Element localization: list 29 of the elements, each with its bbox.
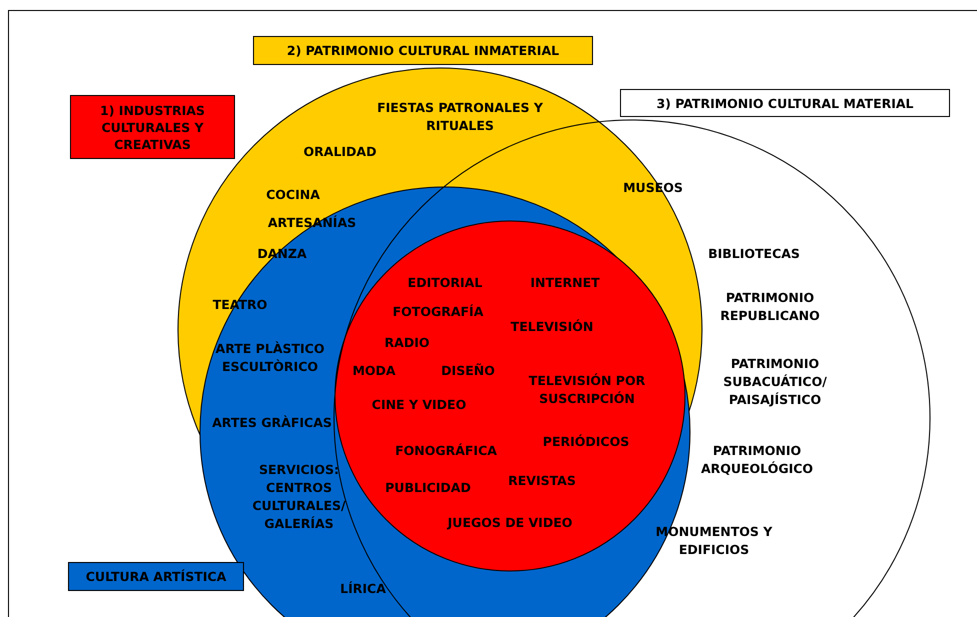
category-label: BIBLIOTECAS xyxy=(708,245,800,263)
category-label: ARTES GRÀFICAS xyxy=(212,414,332,432)
category-label: EDITORIAL xyxy=(408,274,482,292)
legend-key: CULTURA ARTÍSTICA xyxy=(68,562,244,591)
category-label: TELEVISIÓN xyxy=(510,318,594,336)
category-label: LÍRICA xyxy=(340,580,386,598)
category-label: ARTE PLÀSTICO ESCULTÒRICO xyxy=(214,340,326,376)
category-label: CINE Y VIDEO xyxy=(372,396,466,414)
category-label: FOTOGRAFÍA xyxy=(392,303,484,321)
category-label: PUBLICIDAD xyxy=(385,479,471,497)
category-label: DISEÑO xyxy=(441,362,495,380)
category-label: ORALIDAD xyxy=(304,143,376,161)
category-label: FIESTAS PATRONALES Y RITUALES xyxy=(376,99,544,135)
category-label: FONOGRÁFICA xyxy=(395,442,497,460)
category-label: PATRIMONIO ARQUEOLÓGICO xyxy=(700,442,814,478)
category-label: MODA xyxy=(352,362,396,380)
category-label: PATRIMONIO SUBACUÁTICO/ PAISAJÍSTICO xyxy=(722,355,828,409)
legend-key: 3) PATRIMONIO CULTURAL MATERIAL xyxy=(620,89,950,117)
category-label: TELEVISIÓN POR SUSCRIPCIÓN xyxy=(528,372,646,408)
category-label: REVISTAS xyxy=(508,472,576,490)
legend-key: 1) INDUSTRIAS CULTURALES Y CREATIVAS xyxy=(70,95,235,159)
category-label: RADIO xyxy=(384,334,430,352)
category-label: JUEGOS DE VIDEO xyxy=(448,514,572,532)
category-label: INTERNET xyxy=(530,274,600,292)
category-label: SERVICIOS: CENTROS CULTURALES/ GALERÍAS xyxy=(251,461,347,533)
category-label: COCINA xyxy=(266,186,320,204)
category-label: PATRIMONIO REPUBLICANO xyxy=(719,289,821,325)
legend-key: 2) PATRIMONIO CULTURAL INMATERIAL xyxy=(253,36,593,65)
category-label: PERIÓDICOS xyxy=(542,433,630,451)
